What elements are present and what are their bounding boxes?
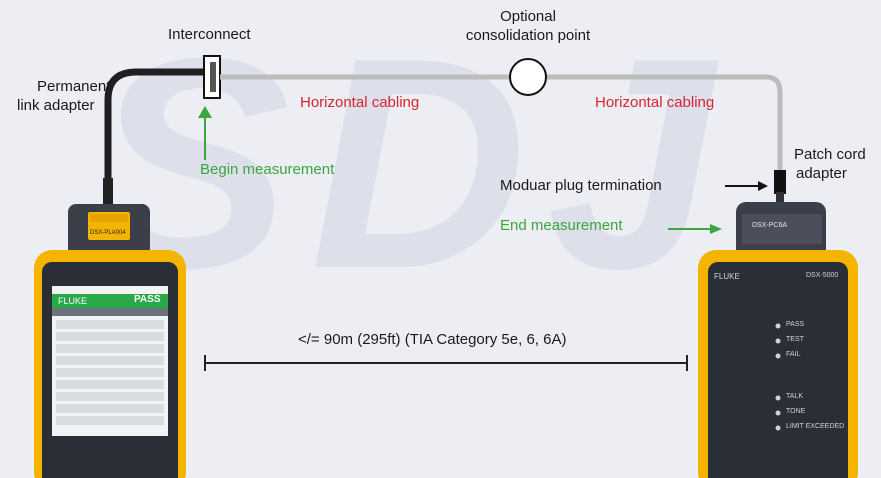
right-brand: FLUKE: [714, 272, 740, 281]
interconnect-label: Interconnect: [168, 26, 251, 43]
indicator-tone: TONE: [786, 408, 806, 415]
indicator-limit-exceeded: LIMIT EXCEEDED: [786, 423, 845, 430]
indicator-fail: FAIL: [786, 351, 801, 358]
patch-cord-label-line2: adapter: [796, 165, 847, 182]
consolidation-label-line1: Optional: [500, 8, 556, 25]
patch-cord-label-line1: Patch cord: [794, 146, 866, 163]
distance-label: </= 90m (295ft) (TIA Category 5e, 6, 6A): [298, 331, 567, 348]
horizontal-cabling-left-label: Horizontal cabling: [300, 94, 420, 111]
left-tester-device: [34, 204, 186, 478]
horizontal-cable: [220, 74, 783, 170]
horizontal-cabling-right-label: Horizontal cabling: [595, 94, 715, 111]
watermark: SDJ: [90, 0, 734, 331]
consolidation-label-line2: consolidation point: [465, 27, 591, 44]
end-measurement-label: End measurement: [500, 217, 623, 234]
right-model: DSX-5000: [806, 272, 839, 279]
right-remote-device: [698, 202, 858, 478]
end-measurement-arrow: [710, 224, 722, 234]
indicator-talk: TALK: [786, 393, 803, 400]
patch-cord-plug: [774, 170, 786, 194]
adapter-connector-left: [103, 178, 113, 208]
indicator-test: TEST: [786, 336, 804, 343]
indicator-pass: PASS: [786, 321, 805, 328]
permanent-link-label-line1: Permanent: [37, 78, 111, 95]
right-adapter-label: DSX-PC6A: [752, 222, 788, 229]
pass-status: PASS: [134, 294, 161, 305]
permanent-link-cord: [104, 68, 205, 205]
begin-measurement-label: Begin measurement: [200, 161, 335, 178]
begin-measurement-arrow: [198, 106, 212, 118]
permanent-link-label-line2: link adapter: [17, 97, 95, 114]
modular-plug-label: Moduar plug termination: [500, 177, 662, 194]
modular-plug-arrow: [758, 181, 768, 191]
consolidation-point: [509, 58, 547, 96]
left-adapter-label: DSX-PLA004: [90, 230, 126, 236]
left-brand: FLUKE: [58, 296, 88, 306]
